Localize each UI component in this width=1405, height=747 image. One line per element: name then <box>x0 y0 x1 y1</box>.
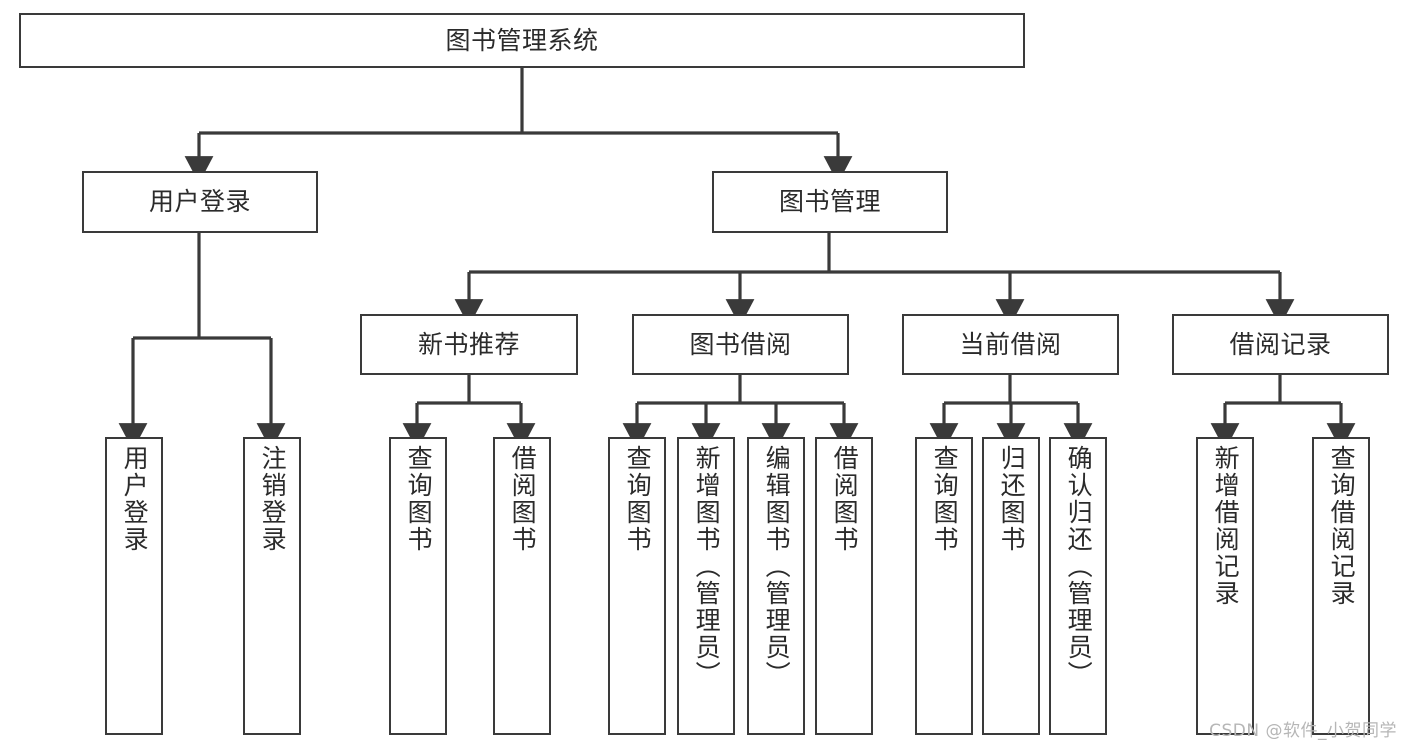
node-leaf-user-login-label: 用户登录 <box>120 445 150 553</box>
csdn-watermark: CSDN @软件_小贺同学 <box>1209 721 1397 741</box>
node-current-borrow-label: 当前借阅 <box>959 329 1062 359</box>
node-leaf-borrow-book-2-label: 借阅图书 <box>830 445 860 553</box>
node-borrow-record[interactable]: 借阅记录 <box>1172 314 1389 375</box>
node-leaf-add-book[interactable]: 新增图书（管理员） <box>677 437 735 735</box>
node-leaf-add-record-label: 新增借阅记录 <box>1211 445 1241 607</box>
node-leaf-borrow-book-1-label: 借阅图书 <box>508 445 538 553</box>
node-leaf-user-login[interactable]: 用户登录 <box>105 437 163 735</box>
node-new-book-recommend-label: 新书推荐 <box>417 329 520 359</box>
node-leaf-add-book-label: 新增图书（管理员） <box>692 445 722 688</box>
node-leaf-borrow-book-2[interactable]: 借阅图书 <box>815 437 873 735</box>
node-leaf-logout-label: 注销登录 <box>258 445 288 553</box>
node-user-login-label: 用户登录 <box>148 187 251 217</box>
node-new-book-recommend[interactable]: 新书推荐 <box>360 314 578 375</box>
node-book-manage[interactable]: 图书管理 <box>712 171 948 233</box>
node-root-label: 图书管理系统 <box>445 25 599 55</box>
node-leaf-query-book-2[interactable]: 查询图书 <box>608 437 666 735</box>
node-leaf-query-book-1[interactable]: 查询图书 <box>389 437 447 735</box>
node-current-borrow[interactable]: 当前借阅 <box>902 314 1119 375</box>
node-leaf-query-record[interactable]: 查询借阅记录 <box>1312 437 1370 735</box>
node-leaf-query-record-label: 查询借阅记录 <box>1327 445 1357 607</box>
node-leaf-query-book-3-label: 查询图书 <box>930 445 960 553</box>
node-leaf-confirm-return-label: 确认归还（管理员） <box>1064 445 1094 688</box>
node-user-login[interactable]: 用户登录 <box>82 171 318 233</box>
node-leaf-confirm-return[interactable]: 确认归还（管理员） <box>1049 437 1107 735</box>
node-root[interactable]: 图书管理系统 <box>19 13 1025 68</box>
node-leaf-return-book[interactable]: 归还图书 <box>982 437 1040 735</box>
node-leaf-return-book-label: 归还图书 <box>997 445 1027 553</box>
node-leaf-query-book-2-label: 查询图书 <box>623 445 653 553</box>
node-book-borrow[interactable]: 图书借阅 <box>632 314 849 375</box>
node-leaf-query-book-3[interactable]: 查询图书 <box>915 437 973 735</box>
node-leaf-edit-book[interactable]: 编辑图书（管理员） <box>747 437 805 735</box>
node-leaf-add-record[interactable]: 新增借阅记录 <box>1196 437 1254 735</box>
node-book-manage-label: 图书管理 <box>778 187 881 217</box>
node-book-borrow-label: 图书借阅 <box>689 329 792 359</box>
node-leaf-borrow-book-1[interactable]: 借阅图书 <box>493 437 551 735</box>
node-leaf-query-book-1-label: 查询图书 <box>404 445 434 553</box>
node-leaf-edit-book-label: 编辑图书（管理员） <box>762 445 792 688</box>
node-borrow-record-label: 借阅记录 <box>1229 329 1332 359</box>
node-leaf-logout[interactable]: 注销登录 <box>243 437 301 735</box>
